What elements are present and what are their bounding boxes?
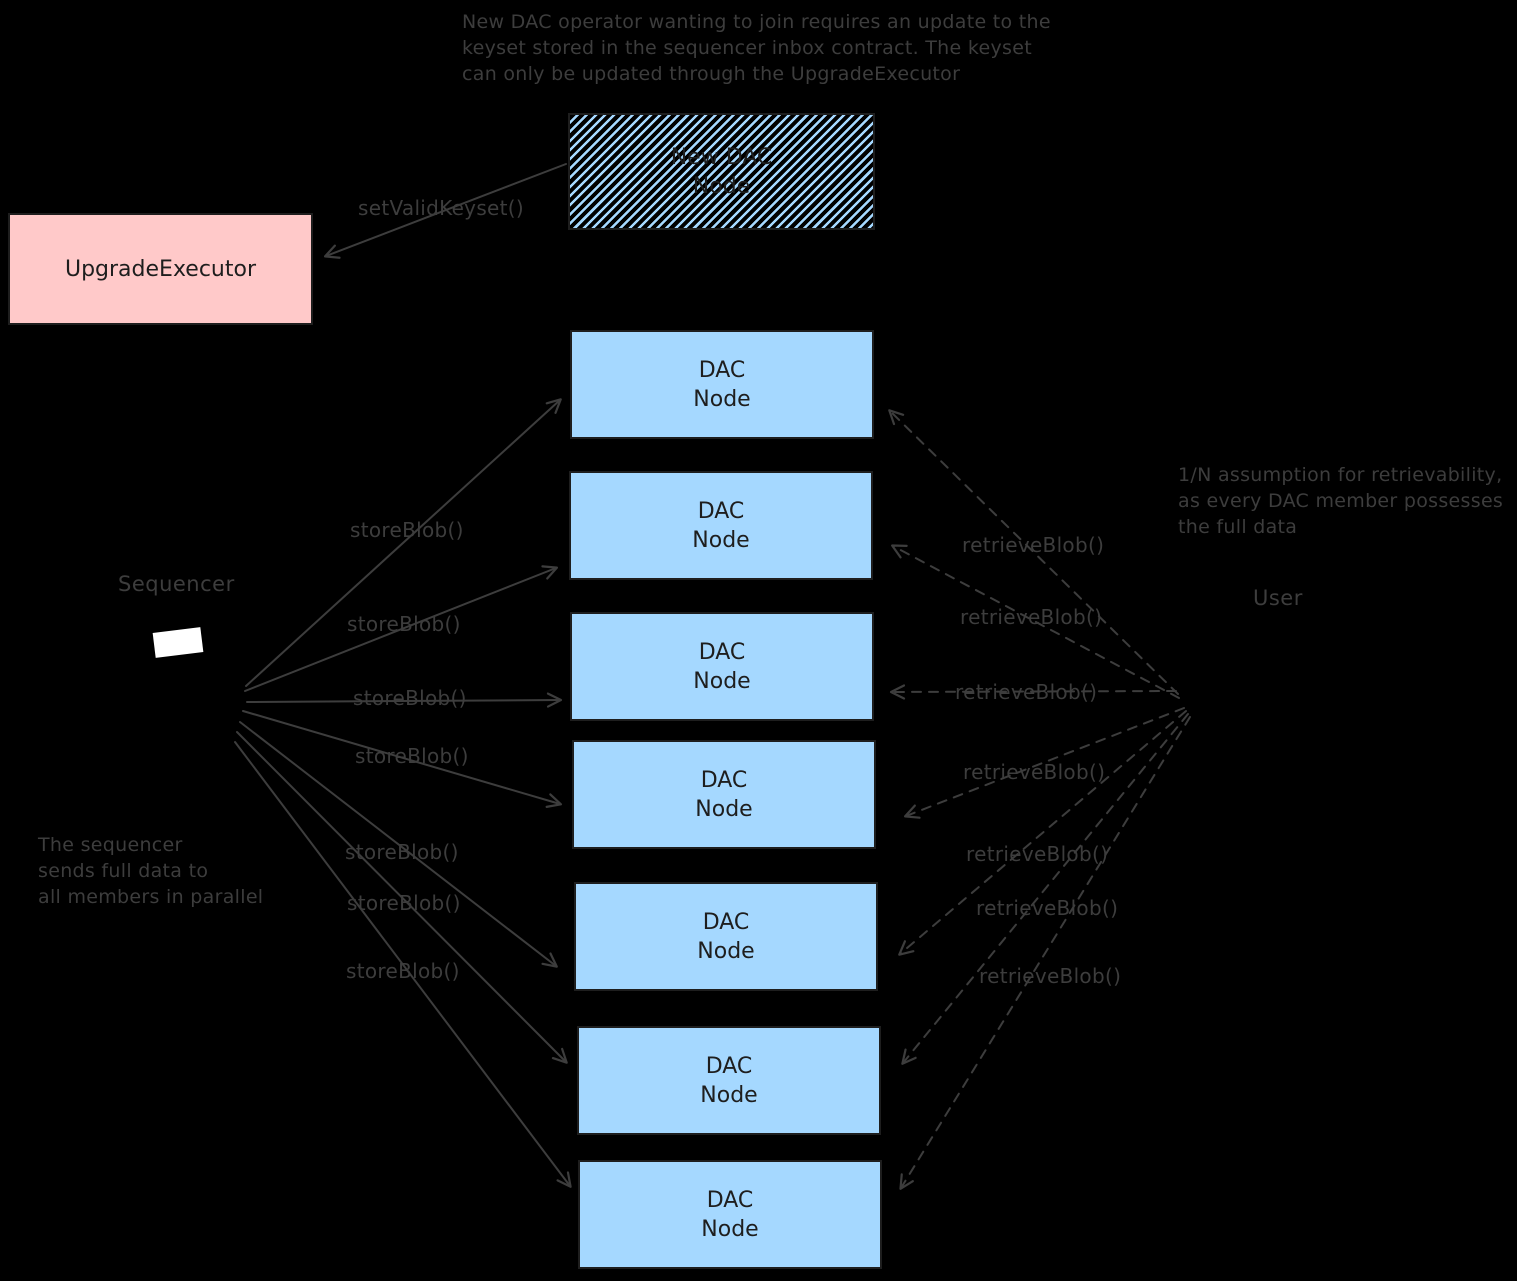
top-note-line3: can only be updated through the UpgradeE… <box>462 63 961 85</box>
store-blob-arrows <box>234 398 572 1188</box>
dac-node-4-line2: Node <box>695 796 753 822</box>
retrieve-blob-label-1: retrieveBlob() <box>962 533 1105 557</box>
top-note-line1: New DAC operator wanting to join require… <box>462 11 1051 33</box>
upgrade-executor-label: UpgradeExecutor <box>64 256 256 282</box>
sequencer-label: Sequencer <box>118 572 235 596</box>
right-note: 1/N assumption for retrievability, as ev… <box>1178 462 1503 540</box>
right-note-line3: the full data <box>1178 516 1298 538</box>
set-valid-keyset-label: setValidKeyset() <box>358 196 524 220</box>
right-note-line2: as every DAC member possesses <box>1178 490 1504 512</box>
dac-node-3-line1: DAC <box>698 639 746 665</box>
left-note-line2: sends full data to <box>38 860 209 882</box>
upgrade-executor-box: UpgradeExecutor <box>8 213 313 325</box>
dac-node-box-2: DAC Node <box>569 471 873 580</box>
dac-node-box-4: DAC Node <box>572 740 876 849</box>
dac-node-6-line1: DAC <box>705 1053 753 1079</box>
left-note-line1: The sequencer <box>38 834 183 856</box>
dac-node-2-line1: DAC <box>697 498 745 524</box>
dac-node-6-line2: Node <box>700 1082 758 1108</box>
store-arrow-4 <box>242 710 563 808</box>
retrieve-arrow-3 <box>889 684 1177 700</box>
store-blob-label-7: storeBlob() <box>346 959 460 983</box>
dac-node-1-line1: DAC <box>698 357 746 383</box>
new-dac-node-box: New DAC Node <box>568 113 875 230</box>
user-label: User <box>1253 586 1303 610</box>
right-note-line1: 1/N assumption for retrievability, <box>1178 464 1503 486</box>
top-note: New DAC operator wanting to join require… <box>462 9 1051 87</box>
dac-node-7-line2: Node <box>701 1216 759 1242</box>
retrieve-blob-label-7: retrieveBlob() <box>979 964 1122 988</box>
dac-node-5-line1: DAC <box>702 909 750 935</box>
dac-node-box-5: DAC Node <box>574 882 878 991</box>
left-note-line3: all members in parallel <box>38 886 264 908</box>
store-arrow-3 <box>246 692 563 708</box>
store-blob-label-5: storeBlob() <box>345 840 459 864</box>
retrieve-arrow-2 <box>891 544 1180 699</box>
store-arrow-6 <box>236 731 568 1064</box>
retrieve-arrow-7 <box>899 716 1191 1190</box>
store-arrow-2 <box>244 565 559 692</box>
store-blob-label-4: storeBlob() <box>355 744 469 768</box>
dac-node-7-line1: DAC <box>706 1187 754 1213</box>
dac-node-box-6: DAC Node <box>577 1026 881 1135</box>
retrieve-blob-arrows <box>888 409 1191 1190</box>
left-note: The sequencer sends full data to all mem… <box>38 832 263 910</box>
dac-node-3-line2: Node <box>693 668 751 694</box>
dac-node-1-line2: Node <box>693 386 751 412</box>
store-arrow-7 <box>234 741 572 1188</box>
store-blob-label-3: storeBlob() <box>353 686 467 710</box>
dac-node-box-3: DAC Node <box>570 612 874 721</box>
store-blob-label-2: storeBlob() <box>347 612 461 636</box>
retrieve-blob-label-2: retrieveBlob() <box>960 605 1103 629</box>
retrieve-blob-label-4: retrieveBlob() <box>963 760 1106 784</box>
new-dac-node-label-line2: Node <box>692 173 751 199</box>
store-arrow-1 <box>245 398 562 687</box>
dac-node-5-line2: Node <box>697 938 755 964</box>
store-blob-label-6: storeBlob() <box>347 891 461 915</box>
store-arrow-5 <box>239 721 558 968</box>
dac-node-box-1: DAC Node <box>570 330 874 439</box>
top-note-line2: keyset stored in the sequencer inbox con… <box>462 37 1032 59</box>
retrieve-arrow-1 <box>888 409 1179 695</box>
dac-node-2-line2: Node <box>692 527 750 553</box>
store-blob-label-1: storeBlob() <box>350 518 464 542</box>
dac-node-box-7: DAC Node <box>578 1160 882 1269</box>
retrieve-blob-label-5: retrieveBlob() <box>966 842 1109 866</box>
retrieve-blob-label-6: retrieveBlob() <box>976 896 1119 920</box>
dac-node-4-line1: DAC <box>700 767 748 793</box>
retrieve-arrow-6 <box>901 713 1189 1065</box>
new-dac-node-label-line1: New DAC <box>670 144 773 170</box>
set-valid-keyset-arrow <box>323 163 567 259</box>
retrieve-blob-label-3: retrieveBlob() <box>955 680 1098 704</box>
retrieve-arrow-5 <box>898 710 1187 956</box>
